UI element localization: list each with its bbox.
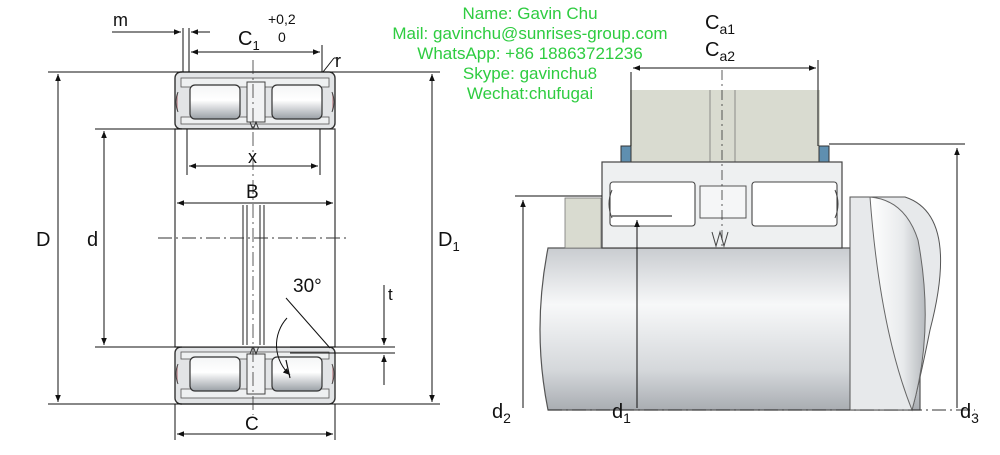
label-d1-shaft: d1: [612, 401, 631, 426]
contact-mail[interactable]: Mail: gavinchu@sunrises-group.com: [392, 24, 668, 43]
label-t: t: [388, 285, 393, 304]
lower-bearing-section: [174, 344, 336, 405]
contact-whatsapp: WhatsApp: +86 18863721236: [417, 44, 643, 63]
label-tolerance-upper: +0,2: [268, 11, 296, 27]
contact-wechat: Wechat:chufugai: [466, 84, 594, 103]
right-mounting-section: [515, 60, 975, 412]
label-m: m: [113, 10, 128, 30]
label-d3: d3: [960, 401, 979, 426]
label-d2: d2: [492, 401, 511, 426]
label-b: B: [246, 182, 259, 203]
label-d-outer: D: [36, 229, 50, 251]
label-x: x: [248, 147, 257, 167]
label-tolerance-lower: 0: [278, 29, 286, 45]
upper-bearing-section: [174, 71, 336, 132]
label-c: C: [245, 414, 259, 435]
label-angle: 30°: [293, 276, 322, 297]
label-ca1: Ca1: [705, 12, 735, 37]
contact-skype: Skype: gavinchu8: [462, 64, 598, 83]
left-bearing-section: [48, 28, 440, 440]
contact-name: Name: Gavin Chu: [462, 4, 598, 23]
contact-overlay: Name: Gavin Chu Mail: gavinchu@sunrises-…: [300, 4, 760, 104]
label-ca2: Ca2: [705, 39, 735, 64]
label-c1: C1: [238, 28, 260, 53]
label-d1: D1: [438, 229, 460, 254]
label-d-bore: d: [87, 229, 98, 251]
label-r: r: [335, 51, 341, 71]
